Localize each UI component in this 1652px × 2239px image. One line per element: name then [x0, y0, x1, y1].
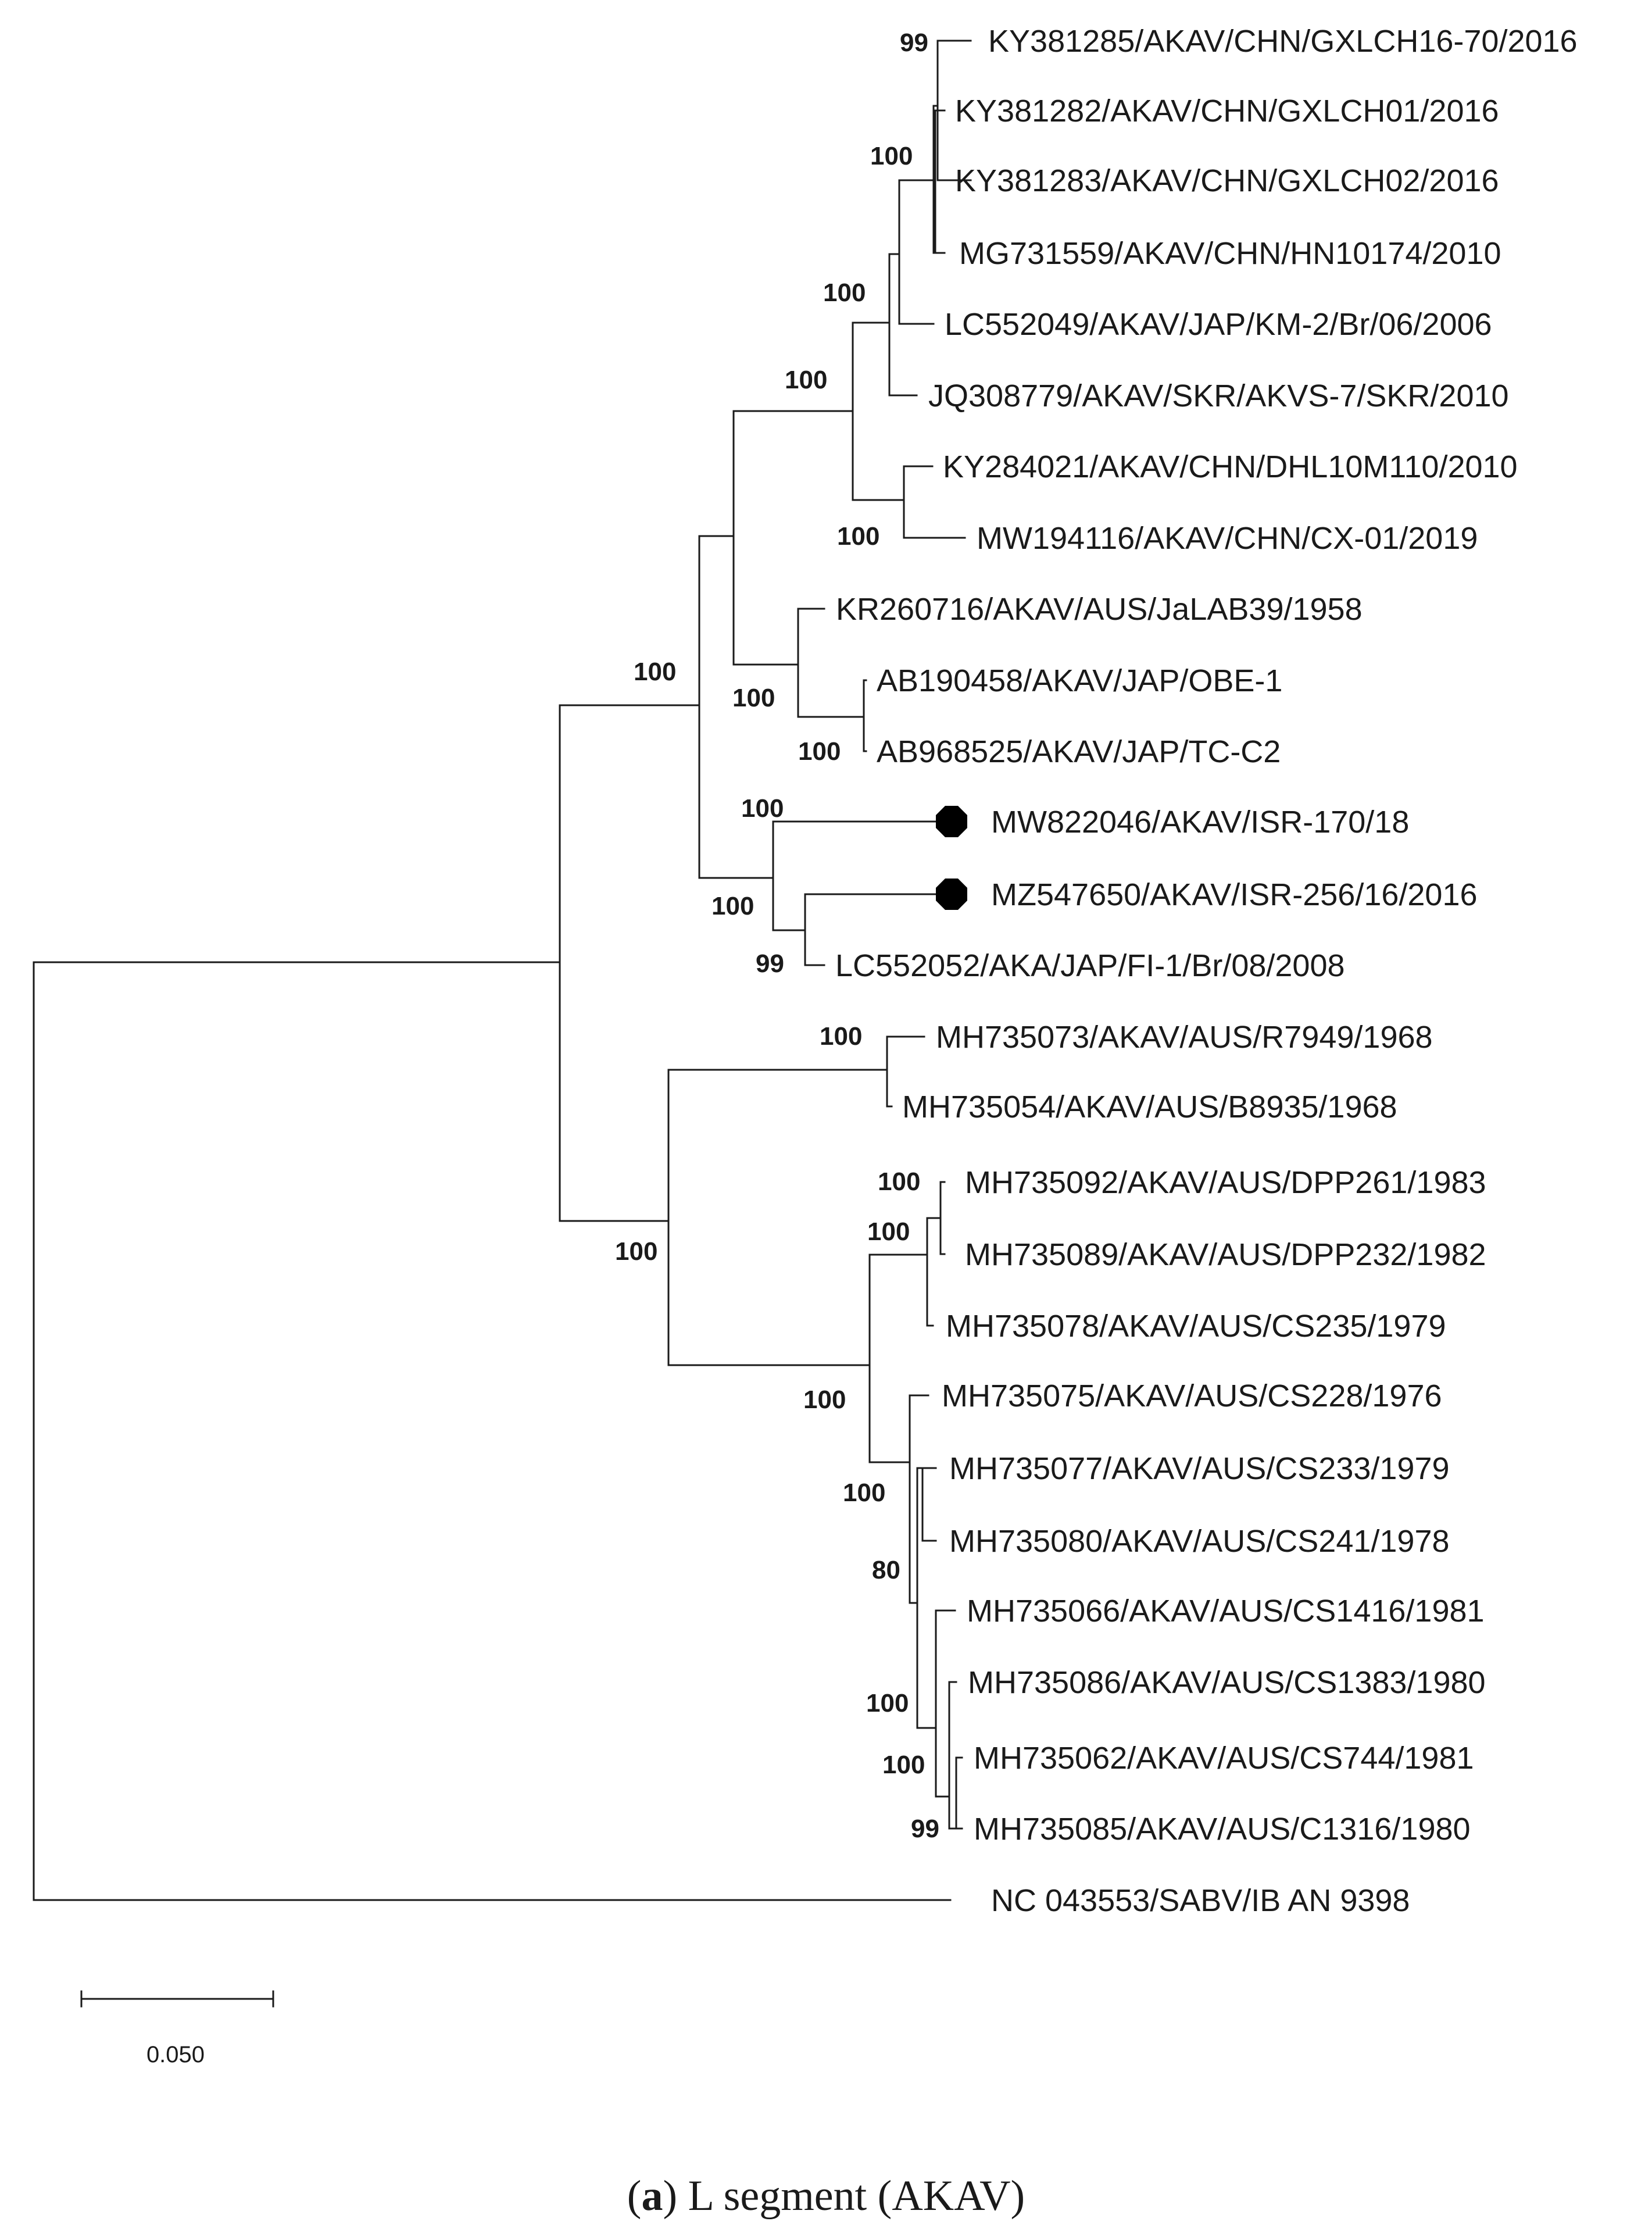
leaf-label: MH735089/AKAV/AUS/DPP232/1982 [965, 1237, 1486, 1272]
leaf-label: MW822046/AKAV/ISR-170/18 [991, 805, 1409, 840]
leaf-label: MH735086/AKAV/AUS/CS1383/1980 [968, 1665, 1486, 1700]
bootstrap-value: 100 [615, 1237, 657, 1266]
bootstrap-value: 100 [785, 366, 827, 394]
leaf-label: JQ308779/AKAV/SKR/AKVS-7/SKR/2010 [928, 378, 1509, 413]
bootstrap-value: 100 [878, 1167, 920, 1196]
leaf-label: KY381282/AKAV/CHN/GXLCH01/2016 [955, 94, 1499, 128]
bootstrap-value: 100 [798, 737, 841, 766]
octagon-marker-icon [936, 806, 967, 837]
sample-markers [936, 806, 967, 910]
bootstrap-value: 99 [900, 28, 928, 57]
bootstrap-value: 99 [911, 1815, 939, 1843]
scale-bar: 0.050 [80, 1990, 274, 2067]
leaf-label: MG731559/AKAV/CHN/HN10174/2010 [959, 236, 1501, 271]
bootstrap-value: 80 [872, 1556, 900, 1584]
bootstrap-value: 100 [870, 142, 913, 170]
caption-letter: a [641, 2172, 663, 2220]
leaf-label: MH735066/AKAV/AUS/CS1416/1981 [967, 1594, 1485, 1629]
leaf-labels: KY381285/AKAV/CHN/GXLCH16-70/2016 KY3812… [835, 24, 1578, 1918]
leaf-label: KY284021/AKAV/CHN/DHL10M110/2010 [943, 449, 1518, 484]
scale-bar-label: 0.050 [146, 2042, 205, 2067]
bootstrap-value: 100 [837, 522, 879, 551]
leaf-label: KY381285/AKAV/CHN/GXLCH16-70/2016 [988, 24, 1578, 59]
leaf-label: LC552049/AKAV/JAP/KM-2/Br/06/2006 [945, 307, 1492, 342]
leaf-label: AB968525/AKAV/JAP/TC-C2 [877, 734, 1281, 769]
leaf-label: MH735073/AKAV/AUS/R7949/1968 [936, 1020, 1433, 1055]
bootstrap-value: 100 [867, 1217, 910, 1246]
leaf-label: MH735075/AKAV/AUS/CS228/1976 [942, 1379, 1442, 1413]
bootstrap-value: 100 [882, 1751, 925, 1779]
leaf-label: MH735062/AKAV/AUS/CS744/1981 [974, 1741, 1474, 1776]
figure-caption: (a) L segment (AKAV) [627, 2172, 1025, 2220]
bootstrap-value: 99 [756, 949, 784, 978]
bootstrap-value: 100 [732, 684, 775, 712]
leaf-label: MH735085/AKAV/AUS/C1316/1980 [974, 1812, 1471, 1847]
bootstrap-value: 100 [634, 658, 676, 686]
leaf-label: AB190458/AKAV/JAP/OBE-1 [877, 663, 1282, 698]
bootstrap-value: 100 [803, 1385, 846, 1414]
leaf-label: MH735077/AKAV/AUS/CS233/1979 [949, 1451, 1450, 1486]
leaf-label: MH735054/AKAV/AUS/B8935/1968 [902, 1090, 1397, 1124]
bootstrap-value: 100 [843, 1479, 885, 1507]
bootstrap-value: 100 [820, 1022, 862, 1051]
leaf-label: MH735078/AKAV/AUS/CS235/1979 [946, 1309, 1446, 1344]
leaf-label: MH735092/AKAV/AUS/DPP261/1983 [965, 1165, 1486, 1200]
bootstrap-value: 100 [823, 278, 866, 307]
leaf-label: KR260716/AKAV/AUS/JaLAB39/1958 [836, 592, 1363, 627]
leaf-label: MW194116/AKAV/CHN/CX-01/2019 [977, 521, 1478, 556]
leaf-label: NC 043553/SABV/IB AN 9398 [991, 1883, 1410, 1918]
leaf-label: KY381283/AKAV/CHN/GXLCH02/2016 [955, 163, 1499, 198]
bootstrap-value: 100 [866, 1689, 909, 1717]
leaf-label: LC552052/AKA/JAP/FI-1/Br/08/2008 [835, 948, 1345, 983]
octagon-marker-icon [936, 879, 967, 910]
bootstrap-value: 100 [711, 892, 754, 920]
bootstrap-value: 100 [741, 794, 784, 823]
phylogenetic-tree: KY381285/AKAV/CHN/GXLCH16-70/2016 KY3812… [33, 24, 1578, 2067]
caption-text: L segment (AKAV) [688, 2172, 1025, 2220]
tree-branches [33, 40, 972, 1901]
bootstrap-labels: 99 100 100 100 100 100 100 100 100 99 10… [615, 28, 939, 1843]
leaf-label: MH735080/AKAV/AUS/CS241/1978 [949, 1524, 1450, 1559]
leaf-label: MZ547650/AKAV/ISR-256/16/2016 [991, 877, 1478, 912]
